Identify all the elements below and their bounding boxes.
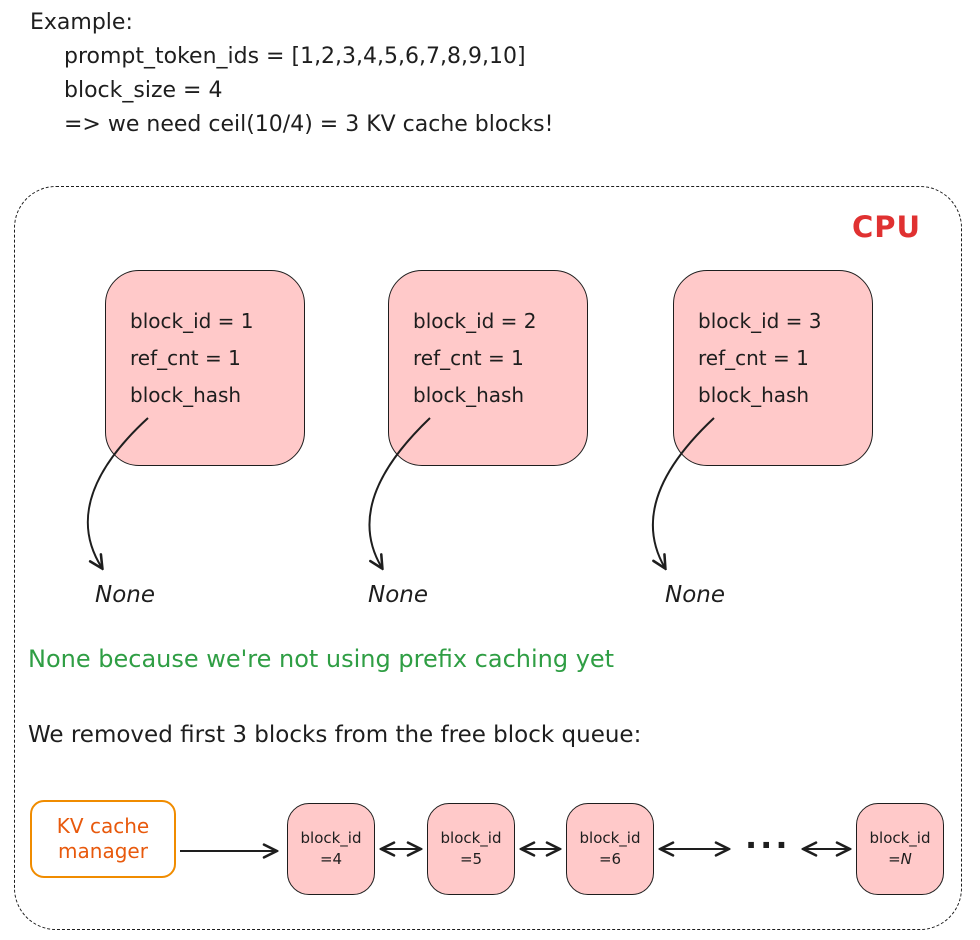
queue-block-6-id: =6 bbox=[598, 850, 622, 868]
cache-block-3: block_id = 3 ref_cnt = 1 block_hash bbox=[673, 270, 873, 466]
queue-block-5-id: =5 bbox=[459, 850, 483, 868]
cache-block-2: block_id = 2 ref_cnt = 1 block_hash bbox=[388, 270, 588, 466]
cache-block-3-refcnt: ref_cnt = 1 bbox=[698, 346, 809, 370]
cache-block-1: block_id = 1 ref_cnt = 1 block_hash bbox=[105, 270, 305, 466]
queue-ellipsis: ... bbox=[745, 818, 791, 856]
cache-block-2-id: block_id = 2 bbox=[413, 309, 537, 333]
none-label-3: None bbox=[665, 582, 726, 608]
cache-block-1-id: block_id = 1 bbox=[130, 309, 254, 333]
cache-block-3-id: block_id = 3 bbox=[698, 309, 822, 333]
cache-block-1-hash: block_hash bbox=[130, 383, 242, 407]
cache-block-2-hash: block_hash bbox=[413, 383, 525, 407]
queue-block-n-id: =N bbox=[888, 850, 912, 868]
example-title: Example: bbox=[30, 10, 133, 35]
example-conclusion: => we need ceil(10/4) = 3 KV cache block… bbox=[64, 112, 554, 137]
queue-block-n: block_id =N bbox=[856, 803, 944, 895]
note-free-queue: We removed first 3 blocks from the free … bbox=[28, 722, 642, 748]
cache-block-2-refcnt: ref_cnt = 1 bbox=[413, 346, 524, 370]
note-prefix-caching: None because we're not using prefix cach… bbox=[28, 645, 615, 673]
none-label-2: None bbox=[368, 582, 429, 608]
cpu-region bbox=[14, 186, 962, 930]
queue-block-4-name: block_id bbox=[300, 829, 362, 847]
example-prompt-token-ids: prompt_token_ids = [1,2,3,4,5,6,7,8,9,10… bbox=[64, 44, 526, 69]
queue-block-5: block_id =5 bbox=[427, 803, 515, 895]
example-block-size: block_size = 4 bbox=[64, 78, 223, 103]
queue-block-4: block_id =4 bbox=[287, 803, 375, 895]
queue-block-6-name: block_id bbox=[579, 829, 641, 847]
kv-cache-manager-box: KV cache manager bbox=[30, 800, 176, 878]
kv-cache-manager-label: KV cache manager bbox=[56, 814, 150, 863]
queue-block-n-name: block_id bbox=[869, 829, 931, 847]
cache-block-1-refcnt: ref_cnt = 1 bbox=[130, 346, 241, 370]
cpu-label: CPU bbox=[852, 210, 922, 244]
queue-block-4-id: =4 bbox=[319, 850, 343, 868]
cache-block-3-hash: block_hash bbox=[698, 383, 810, 407]
none-label-1: None bbox=[95, 582, 156, 608]
queue-block-5-name: block_id bbox=[440, 829, 502, 847]
queue-block-6: block_id =6 bbox=[566, 803, 654, 895]
